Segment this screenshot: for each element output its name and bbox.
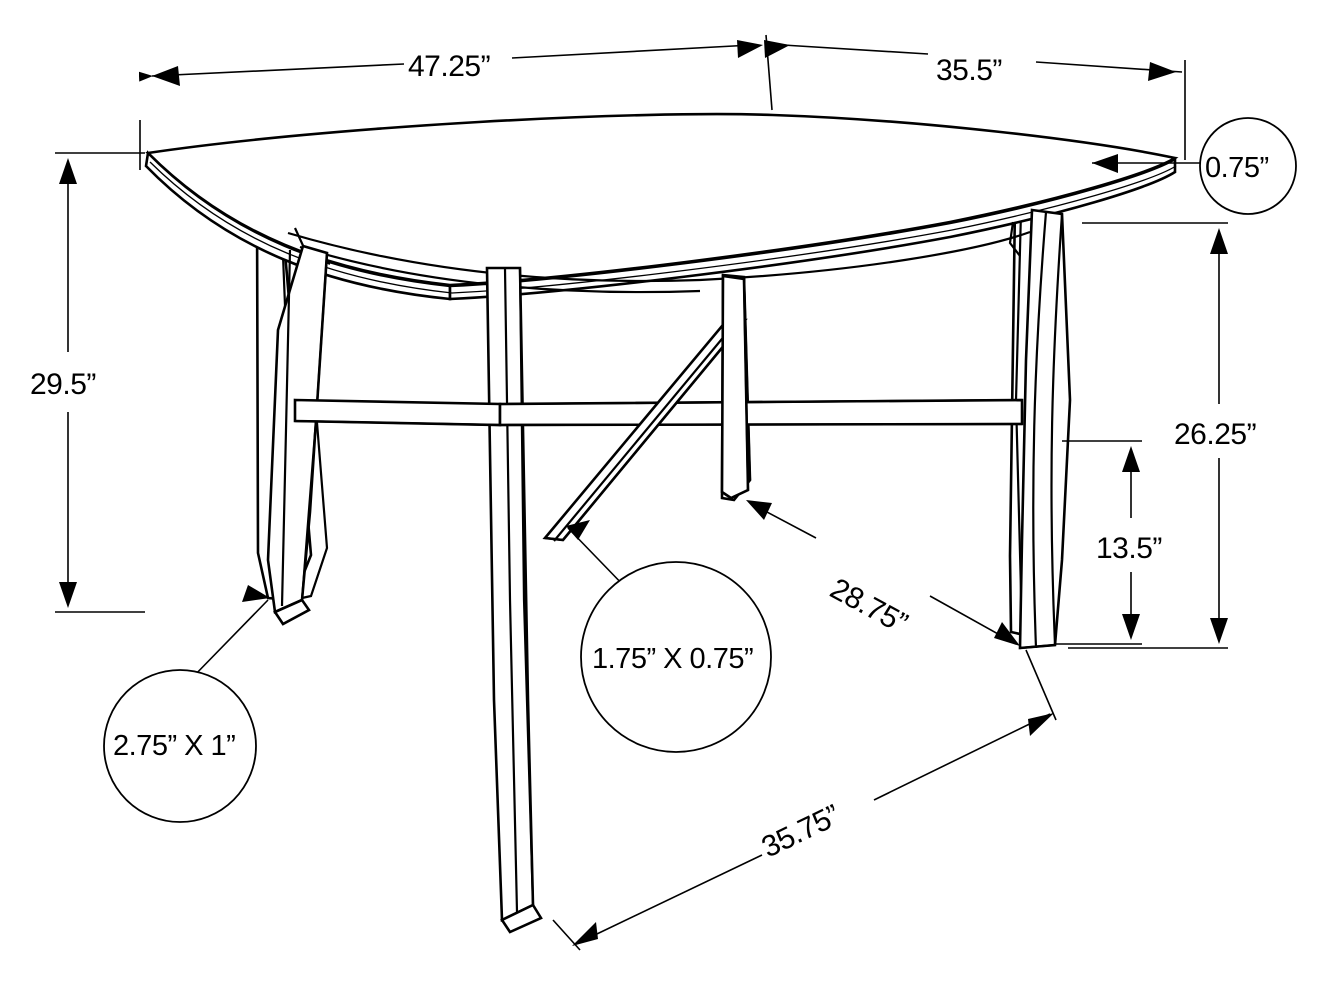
dimension-label-overall-height: 29.5” [30,368,96,401]
center-right-stretcher [498,398,1024,427]
callout-stretcher-section: 1.75” X 0.75” [566,520,772,753]
diagonal-stretcher [542,318,748,542]
dimension-label-stretcher-height: 13.5” [1096,532,1162,565]
front-center-leg [485,266,543,934]
table-top-edge-front-right [448,156,1177,301]
front-right-leg [1018,208,1072,650]
callout-leg-section: 2.75” X 1” [103,585,270,823]
callout-label-stretcher-section: 1.75” X 0.75” [592,643,753,675]
dimension-label-top-width: 35.5” [936,54,1002,87]
callout-circle-leg-section [103,669,257,823]
callout-label-leg-section: 2.75” X 1” [113,730,235,762]
callout-label-thickness: 0.75” [1205,152,1269,184]
dimension-label-leg-height: 26.25” [1174,418,1256,451]
table-illustration [144,112,1179,934]
dimension-overall-height: 29.5” [30,152,145,613]
dimension-leg-height: 26.25” [1068,222,1257,649]
dimension-top-width: 35.5” [764,40,1186,160]
callout-circle-stretcher-section [580,561,772,753]
dimension-label-top-length: 47.25” [408,50,490,83]
callout-top-thickness: 0.75” [1092,117,1297,215]
dimension-top-length: 47.25” [138,34,773,170]
callout-circle-thickness [1199,117,1297,215]
dimension-stretcher-height: 13.5” [1056,440,1162,645]
left-stretcher [293,398,502,427]
rear-center-post [720,274,750,500]
